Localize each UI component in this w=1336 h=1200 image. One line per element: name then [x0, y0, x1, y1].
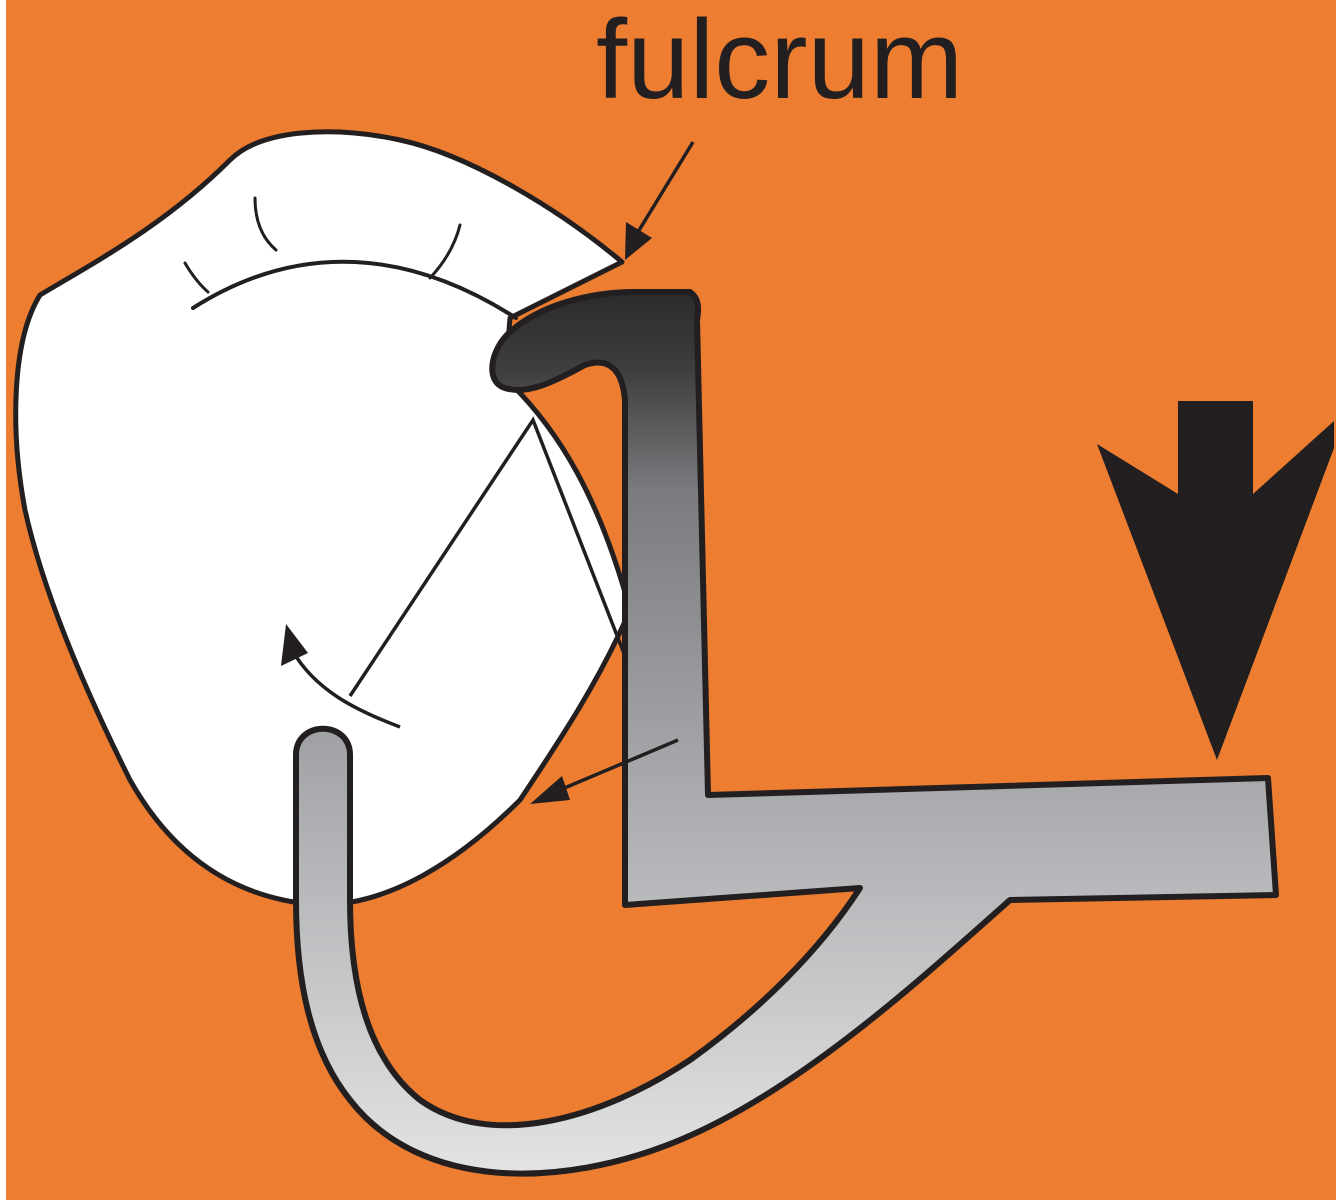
fulcrum-pointer-line: [636, 141, 695, 233]
tooth-outline: [13, 129, 633, 908]
cusp-line-2: [253, 196, 278, 252]
cusp-line-3: [428, 223, 462, 280]
rotation-arrow-head: [281, 624, 308, 666]
force-arrow-line: [554, 738, 679, 794]
force-arrow-head: [530, 776, 570, 804]
elevator-instrument: [293, 289, 1279, 1177]
fulcrum-pointer-head: [625, 222, 652, 260]
fulcrum-label: fulcrum: [596, 0, 964, 122]
cusp-line-1: [183, 261, 210, 294]
fissure-line: [191, 259, 518, 320]
left-frame-edge: [0, 0, 6, 1200]
rotation-lines: [348, 416, 657, 734]
downward-force-arrow: [1097, 401, 1334, 760]
rotation-arrow-curve: [290, 649, 401, 729]
